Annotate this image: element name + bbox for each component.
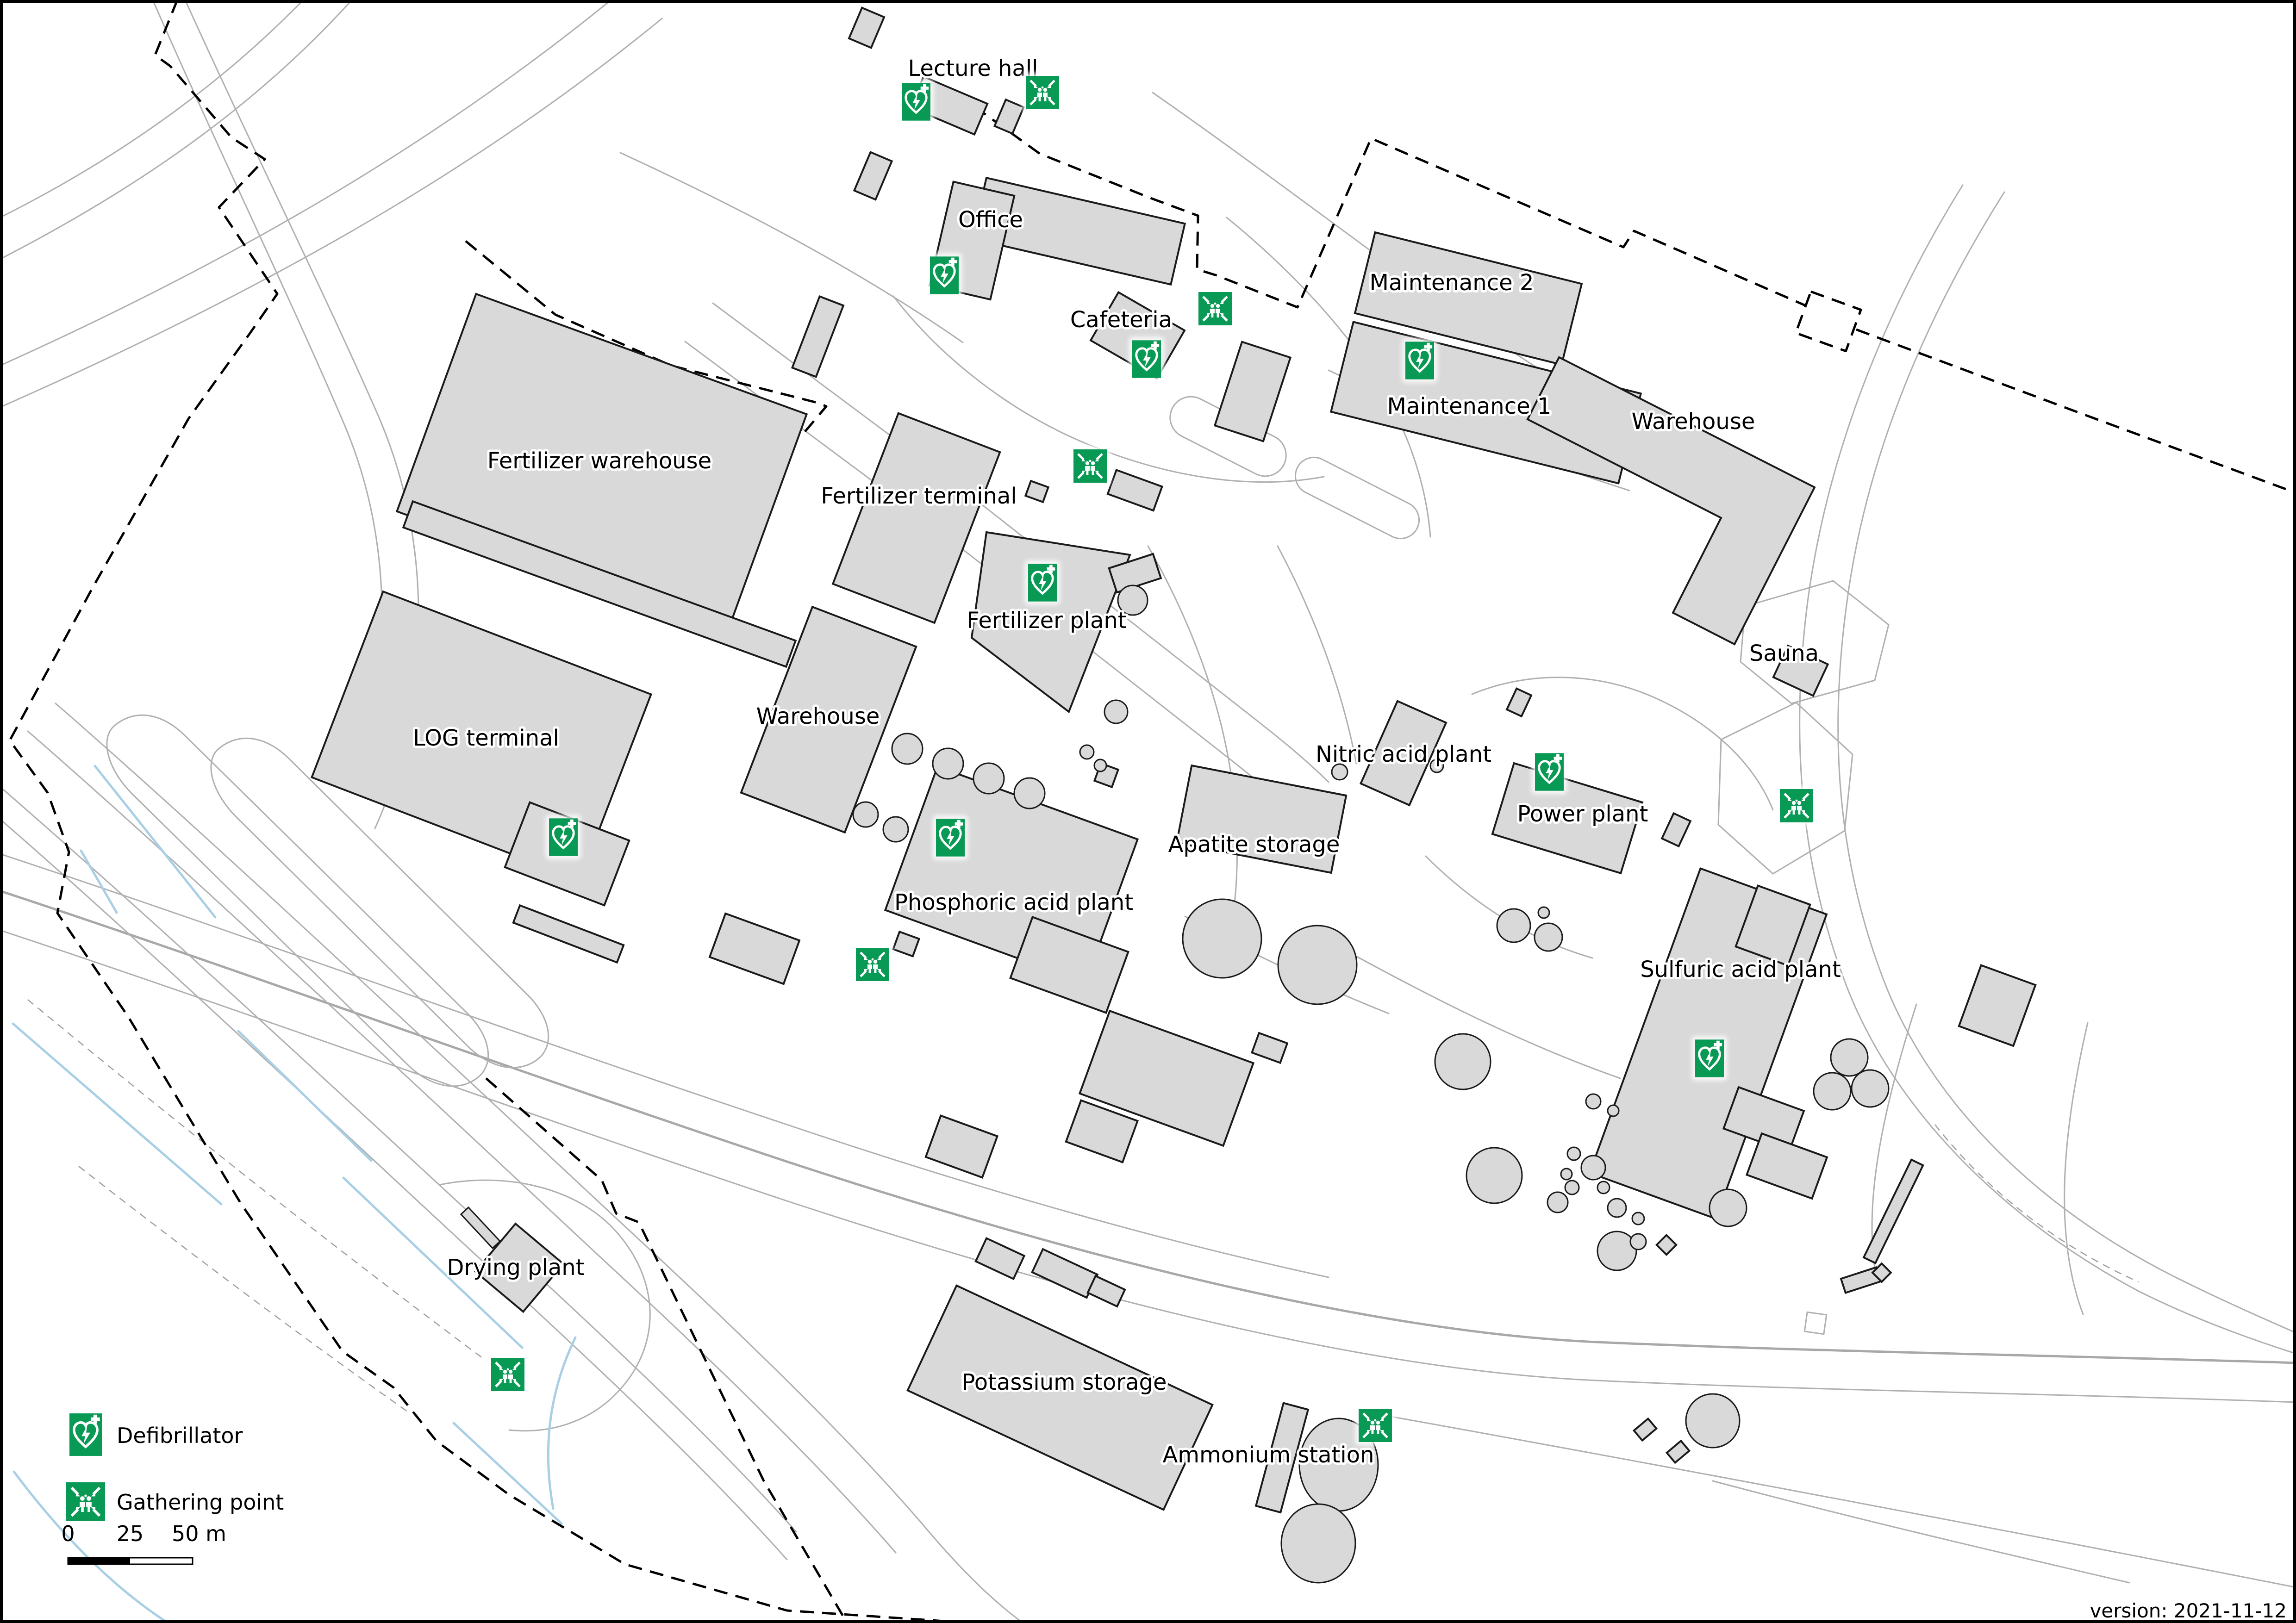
defibrillator-markers	[546, 80, 1727, 1081]
defibrillator-icon	[69, 1413, 102, 1456]
defibrillator-icon	[927, 253, 962, 298]
defibrillator-icon	[546, 815, 581, 859]
gathering-point-icon	[856, 948, 889, 981]
map-label-fertilizer-warehouse: Fertilizer warehouse	[487, 448, 711, 474]
map-label-cafeteria: Cafeteria	[1070, 307, 1172, 333]
map-label-maintenance-2: Maintenance 2	[1370, 270, 1534, 296]
gathering-point-icon	[1073, 449, 1107, 483]
storage-tanks	[852, 585, 1890, 1584]
defibrillator-icon	[1535, 753, 1564, 790]
gathering-point-icon	[1023, 73, 1062, 112]
defibrillator-icon	[930, 256, 959, 294]
defibrillator-icon	[933, 815, 968, 860]
map-label-sauna: Sauna	[1749, 640, 1819, 666]
defibrillator-icon	[1025, 560, 1060, 605]
gathering-point-icon	[1070, 446, 1110, 486]
scale-tick-25: 25	[117, 1521, 144, 1546]
map-label-drying-plant: Drying plant	[447, 1255, 584, 1281]
gathering-point-icon	[853, 945, 892, 984]
map-label-log-terminal: LOG terminal	[413, 725, 559, 751]
gathering-point-icon	[491, 1358, 524, 1391]
map-label-maintenance-1: Maintenance 1	[1387, 393, 1552, 419]
defibrillator-icon	[936, 819, 965, 856]
defibrillator-icon	[1028, 564, 1057, 601]
legend-defibrillator-label: Defibrillator	[117, 1423, 243, 1448]
map-label-lecture-hall: Lecture hall	[908, 56, 1038, 81]
gathering-point-icon	[1355, 1405, 1395, 1445]
defibrillator-icon	[549, 818, 578, 856]
defibrillator-icon	[1129, 337, 1164, 381]
version-stamp: version: 2021-11-12	[2090, 1599, 2287, 1622]
map-label-sulfuric-acid-plant: Sulfuric acid plant	[1640, 957, 1841, 983]
scale-tick-0: 0	[61, 1521, 75, 1546]
map-label-fertilizer-terminal: Fertilizer terminal	[821, 483, 1017, 509]
map-label-apatite-storage: Apatite storage	[1168, 832, 1340, 858]
defibrillator-icon	[1695, 1039, 1724, 1077]
scale-bar: 0 25 50 m	[61, 1521, 226, 1565]
map-label-potassium-storage: Potassium storage	[962, 1369, 1167, 1395]
scale-tick-50m: 50 m	[172, 1521, 226, 1546]
scale-bar-filled	[68, 1558, 130, 1564]
site-boundary	[8, 0, 2296, 1623]
gathering-point-icon	[1780, 789, 1813, 822]
gathering-point-icon	[66, 1482, 105, 1521]
map-legend: Defibrillator Gathering point	[63, 1411, 284, 1524]
defibrillator-icon	[1405, 342, 1434, 379]
map-label-nitric-acid-plant: Nitric acid plant	[1316, 741, 1491, 767]
legend-gathering-label: Gathering point	[117, 1490, 284, 1515]
defibrillator-icon	[1532, 750, 1567, 794]
map-label-ammonium-station: Ammonium station	[1162, 1442, 1374, 1468]
gathering-point-icon	[1359, 1409, 1392, 1442]
map-label-phosphoric-acid-plant: Phosphoric acid plant	[894, 889, 1133, 915]
gathering-point-icon	[1195, 289, 1235, 329]
map-label-fertilizer-plant: Fertilizer plant	[967, 608, 1126, 634]
defibrillator-icon	[1402, 338, 1437, 383]
map-label-warehouse-east: Warehouse	[1632, 409, 1755, 435]
map-label-warehouse-center: Warehouse	[756, 703, 880, 729]
defibrillator-icon	[1132, 340, 1161, 378]
defibrillator-icon	[898, 80, 934, 124]
gathering-point-icon	[1198, 292, 1232, 325]
gathering-point-icon	[1777, 786, 1816, 826]
gathering-point-icon	[1026, 76, 1059, 109]
defibrillator-icon	[1692, 1036, 1727, 1081]
gathering-point-icon	[488, 1355, 528, 1394]
map-label-power-plant: Power plant	[1517, 801, 1648, 827]
map-label-office: Office	[958, 207, 1023, 233]
gathering-point-markers	[488, 73, 1816, 1445]
defibrillator-icon	[902, 83, 930, 120]
stream-lines	[12, 765, 577, 1623]
buildings-layer	[310, 6, 2037, 1514]
